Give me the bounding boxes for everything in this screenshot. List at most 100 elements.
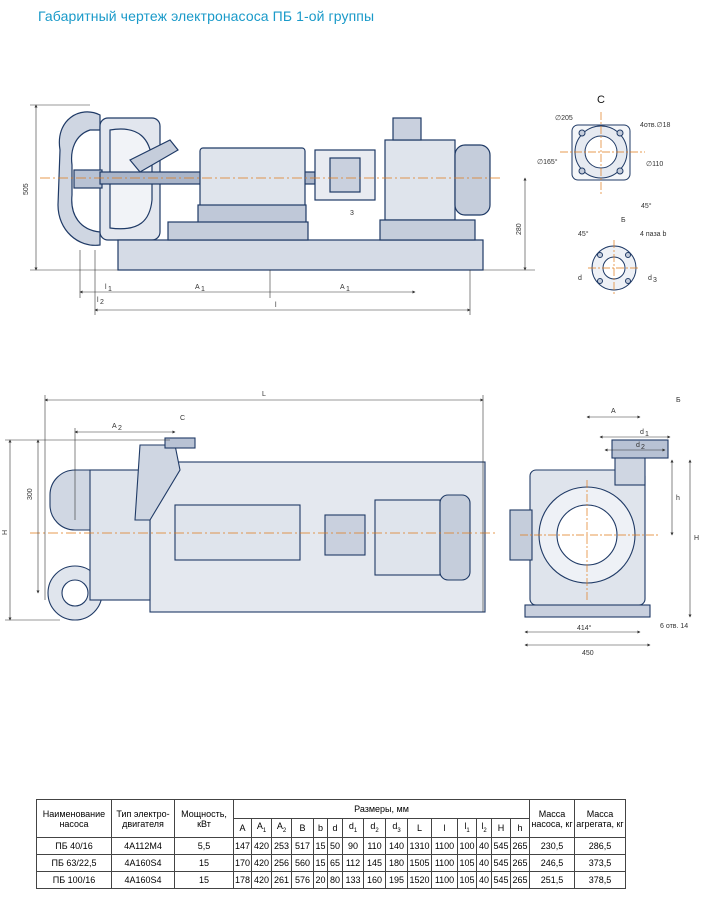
h-label: h (676, 495, 680, 502)
motor-support (379, 219, 476, 241)
end-view (509, 439, 669, 618)
table-cell: 110 (363, 837, 386, 855)
table-cell: 545 (491, 871, 511, 889)
table-cell: 15 (174, 871, 234, 889)
table-cell: 545 (491, 837, 511, 855)
l1-sub: 1 (108, 286, 112, 293)
table-cell: 178 (233, 871, 252, 889)
base-frame (117, 239, 484, 271)
size-col-letter: h (517, 823, 523, 833)
table-cell: 1505 (407, 854, 432, 872)
plan-drive-fan (439, 494, 471, 581)
th-size-2: A2 (271, 818, 292, 838)
plan-discharge-flange (164, 437, 196, 449)
table-cell: 251,5 (529, 871, 575, 889)
table-cell: 145 (363, 854, 386, 872)
table-cell: 40 (476, 871, 492, 889)
table-cell: 112 (342, 854, 364, 872)
table-cell: ПБ 40/16 (36, 837, 112, 855)
th-size-6: d1 (342, 818, 364, 838)
table-cell: 420 (251, 854, 272, 872)
th-size-8: d3 (385, 818, 408, 838)
table-cell: 576 (291, 871, 314, 889)
technical-drawing: 505 280 3 A 1 A 1 l 1 l 2 l C ∅205 4отв.… (2, 94, 699, 657)
th-size-7: d2 (363, 818, 386, 838)
drive-motor-fan (454, 144, 491, 216)
holes-6-label: 6 отв. 14 (660, 623, 688, 630)
th-size-3: B (291, 818, 314, 838)
terminal-box (392, 117, 422, 141)
l2-label: l (97, 297, 99, 304)
c-45-label: 45° (641, 202, 652, 210)
end-discharge-flange (611, 439, 669, 459)
end-discharge-pipe (614, 454, 646, 486)
dimensions-top (30, 104, 535, 315)
table-cell: 256 (271, 854, 292, 872)
table-cell: 1310 (407, 837, 432, 855)
B-right-label: Б (676, 397, 681, 404)
th-size-5: d (327, 818, 343, 838)
th-size-4: b (313, 818, 328, 838)
table-cell: 4А160S4 (111, 854, 175, 872)
table-cell: 20 (313, 871, 328, 889)
th-size-1: A1 (251, 818, 272, 838)
c-4holes-label: 4отв.∅18 (640, 122, 670, 129)
L-label: L (262, 391, 266, 398)
size-col-sub: 3 (397, 827, 401, 834)
table-cell: 265 (510, 837, 530, 855)
dim-280-label: 280 (516, 223, 523, 235)
size-col-sub: 1 (262, 827, 267, 834)
dim-300-label: 300 (27, 488, 34, 500)
table-cell: 180 (385, 854, 408, 872)
th-size-14: h (510, 818, 530, 838)
c-d110-label: ∅110 (646, 161, 663, 168)
table-cell: 4А112М4 (111, 837, 175, 855)
table-cell: 65 (327, 854, 343, 872)
plan-drive-motor (374, 499, 441, 576)
coupling-hub (329, 157, 361, 193)
size-col-letter: A (256, 820, 263, 831)
table-cell: 1100 (431, 837, 458, 855)
table-cell: 100 (457, 837, 477, 855)
size-col-letter: l (464, 820, 467, 831)
table-cell: 373,5 (574, 854, 626, 872)
view-c-label: C (597, 94, 605, 106)
size-col-letter: l (481, 820, 484, 831)
th-mass-unit: Масса агрегата, кг (574, 799, 626, 838)
dim-3-label: 3 (350, 210, 354, 217)
end-base-foot (524, 604, 651, 618)
table-cell: 420 (251, 837, 272, 855)
b-45-label: 45° (578, 230, 589, 238)
drive-motor (384, 139, 456, 221)
dim-414-label: 414° (577, 624, 592, 632)
th-size-12: l2 (476, 818, 492, 838)
dimensions-plan (5, 395, 484, 621)
table-cell: 133 (342, 871, 364, 889)
th-size-9: L (407, 818, 432, 838)
A2-label: A (112, 423, 117, 430)
l-bottom-label: l (275, 302, 277, 309)
size-col-letter: H (497, 823, 505, 833)
table-cell: 261 (271, 871, 292, 889)
table-cell: 105 (457, 871, 477, 889)
dimensions-end (524, 415, 692, 647)
c-d165-label: ∅165° (537, 158, 558, 166)
table-cell: 545 (491, 854, 511, 872)
th-size-13: H (491, 818, 511, 838)
th-size-0: A (233, 818, 252, 838)
b-d3-label: d (648, 275, 652, 282)
b-holes-label: 4 паза b (640, 231, 666, 238)
table-cell: 1100 (431, 854, 458, 872)
th-size-10: l (431, 818, 458, 838)
l2-sub: 2 (100, 299, 104, 306)
th-sizes: Размеры, мм (233, 799, 530, 819)
table-cell: 160 (363, 871, 386, 889)
plan-view (47, 437, 486, 621)
pump-housing (57, 111, 101, 246)
table-cell: ПБ 100/16 (36, 871, 112, 889)
table-cell: 15 (174, 854, 234, 872)
plan-coupling (324, 514, 366, 556)
size-col-letter: d (370, 820, 376, 831)
